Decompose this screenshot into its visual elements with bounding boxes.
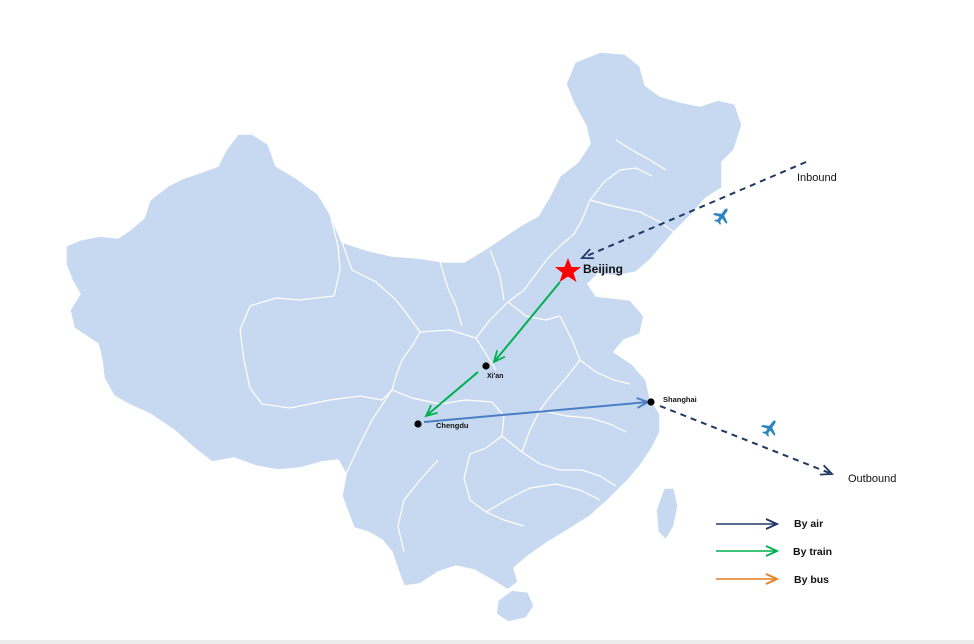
city-label-xian: Xi'an — [487, 373, 503, 380]
china-mainland — [65, 51, 743, 591]
bottom-strip — [0, 640, 974, 644]
city-dot-shanghai — [647, 398, 655, 406]
route-outbound-flight — [659, 405, 832, 474]
taiwan-island — [655, 487, 679, 542]
legend-bus-label: By bus — [794, 574, 829, 586]
airplane-icon — [761, 420, 776, 437]
route-chengdu-shanghai — [423, 402, 648, 423]
hainan-island — [495, 589, 535, 623]
legend: By air By train By bus — [716, 518, 832, 586]
legend-train-label: By train — [793, 546, 832, 558]
province-borders — [239, 121, 675, 553]
route-beijing-xian — [494, 281, 561, 362]
city-label-chengdu: Chengdu — [436, 421, 469, 430]
airplane-icon — [713, 208, 728, 225]
route-inbound-flight — [582, 161, 807, 258]
city-dot-chengdu — [414, 420, 422, 428]
star-icon — [555, 258, 581, 282]
legend-air-label: By air — [794, 518, 823, 530]
city-label-beijing: Beijing — [583, 262, 623, 276]
city-dot-xian — [482, 362, 490, 370]
city-label-shanghai: Shanghai — [663, 395, 697, 404]
route-xian-chengdu — [426, 371, 479, 416]
inbound-label: Inbound — [797, 172, 837, 184]
outbound-label: Outbound — [848, 473, 896, 485]
